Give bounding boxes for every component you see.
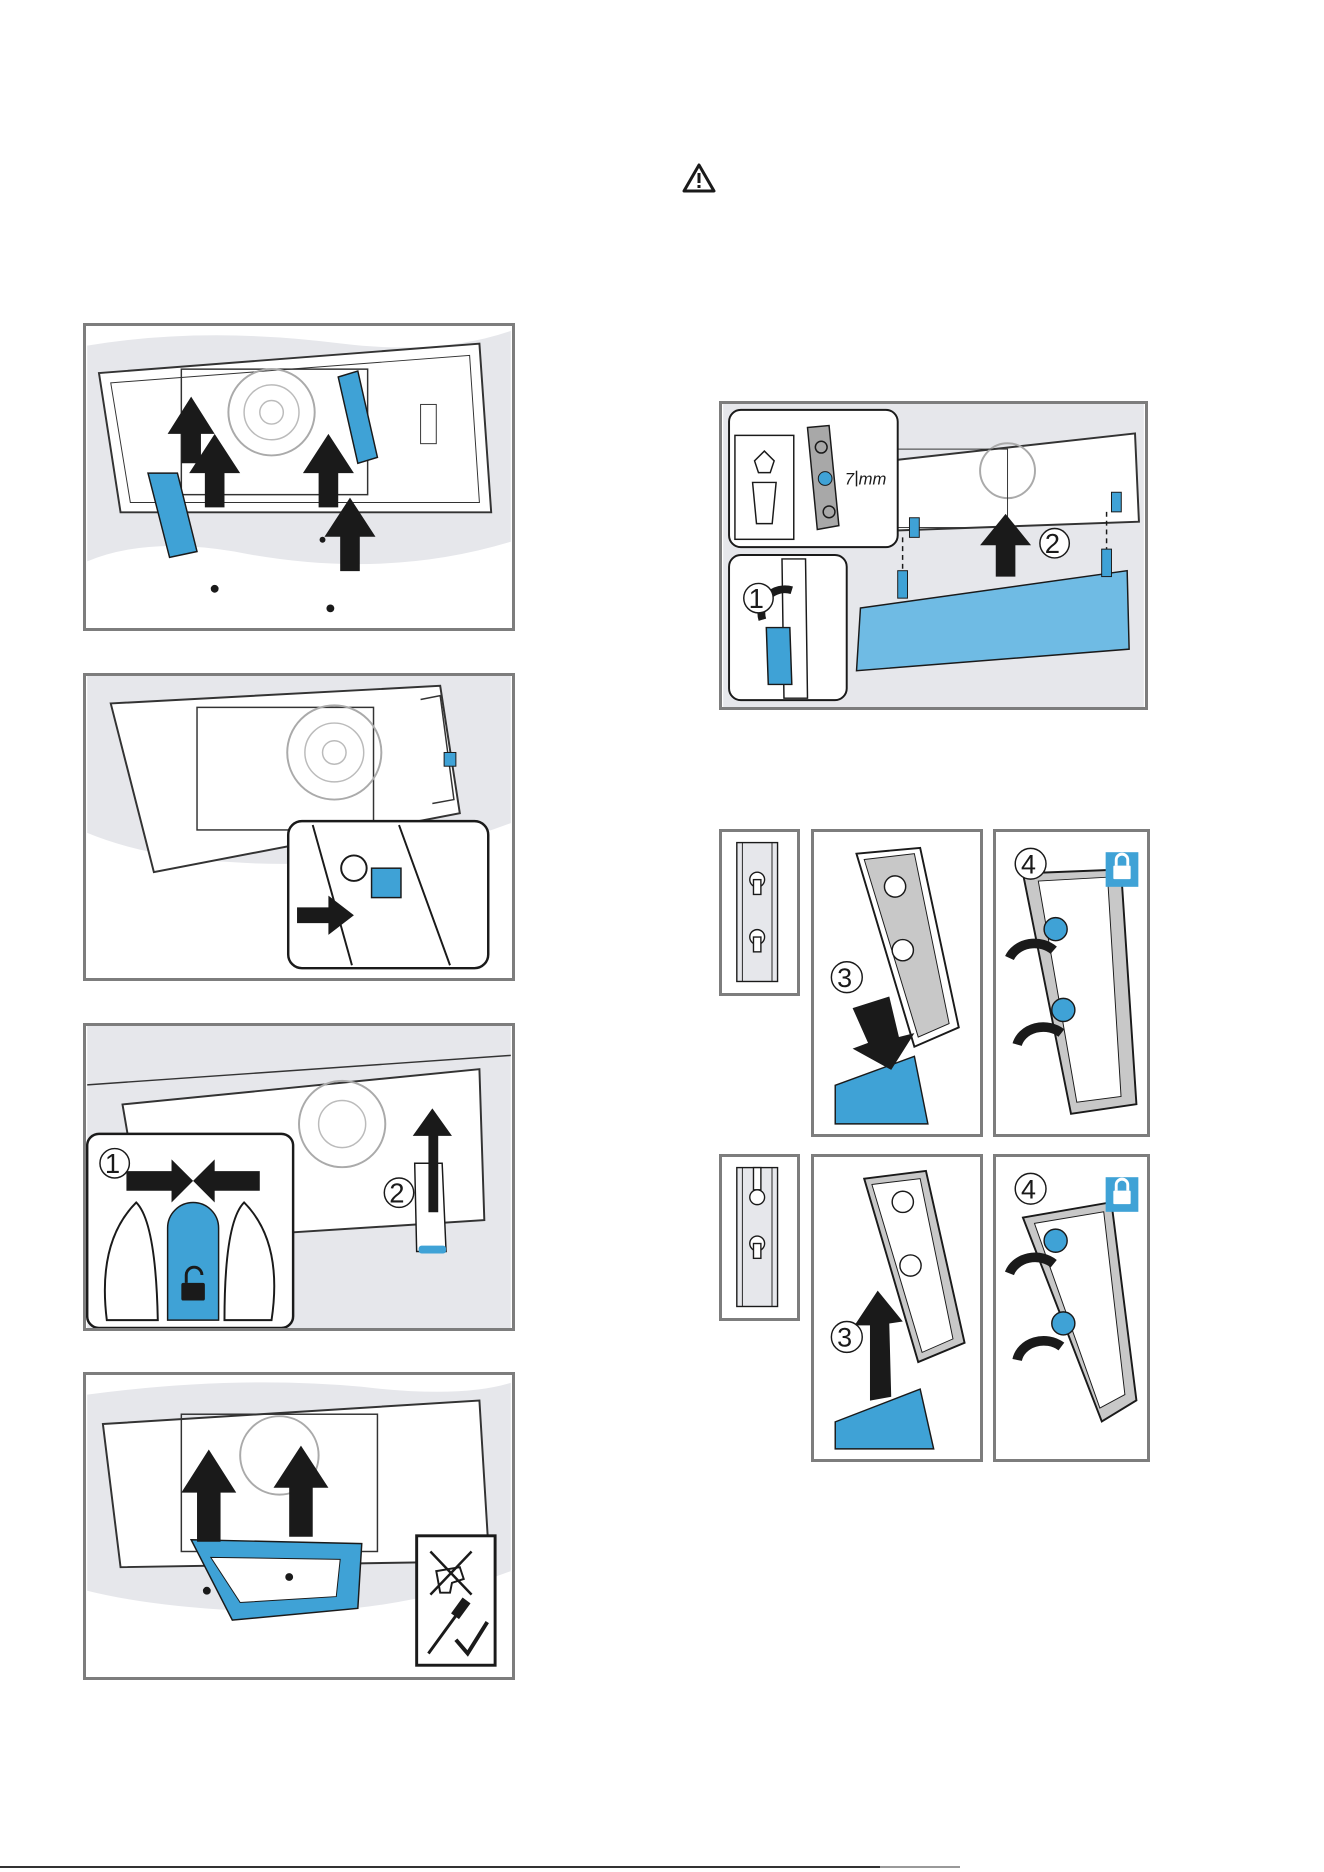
figure-rail-screwed-locked: 4 bbox=[993, 829, 1150, 1137]
warning-triangle-icon bbox=[682, 163, 716, 193]
step-number-2: 2 bbox=[1045, 528, 1060, 559]
gap-dimension-label: 7 mm bbox=[845, 469, 887, 488]
step-number-4: 4 bbox=[1021, 849, 1036, 879]
figure-rail-slide-up: 3 bbox=[811, 1154, 983, 1462]
step-number-1: 1 bbox=[749, 583, 764, 614]
step-number-3: 3 bbox=[837, 963, 852, 993]
step-number-1: 1 bbox=[105, 1148, 120, 1179]
figure-front-bracket bbox=[83, 1372, 515, 1680]
step-number-4: 4 bbox=[1021, 1174, 1036, 1204]
tool-advice-box bbox=[417, 1536, 495, 1665]
figure-plug-connection bbox=[83, 673, 515, 981]
arrow-up-icon bbox=[855, 1291, 903, 1401]
figure-unlock-slide: 2 1 bbox=[83, 1023, 515, 1331]
screw-detail-inset: 7 mm bbox=[729, 410, 898, 547]
figure-rail-screwed-locked-b: 4 bbox=[993, 1154, 1150, 1462]
figure-bracket-mounting bbox=[83, 323, 515, 631]
padlock-closed-icon bbox=[1106, 852, 1139, 887]
figure-front-panel: 2 7 mm 1 bbox=[719, 401, 1148, 710]
rail-profile-open-slot bbox=[719, 1154, 800, 1321]
clip-detail-inset: 1 bbox=[729, 555, 847, 700]
footer-rule-accent bbox=[880, 1866, 960, 1868]
figure-rail-slide-down: 3 bbox=[811, 829, 983, 1137]
step-number-3: 3 bbox=[837, 1323, 852, 1353]
footer-rule bbox=[0, 1866, 960, 1868]
rail-profile-keyhole bbox=[719, 829, 800, 996]
hand-detail-inset: 1 bbox=[87, 1134, 293, 1328]
step-number-2: 2 bbox=[389, 1177, 404, 1208]
padlock-closed-icon bbox=[1106, 1177, 1139, 1212]
detail-inset bbox=[288, 821, 488, 968]
